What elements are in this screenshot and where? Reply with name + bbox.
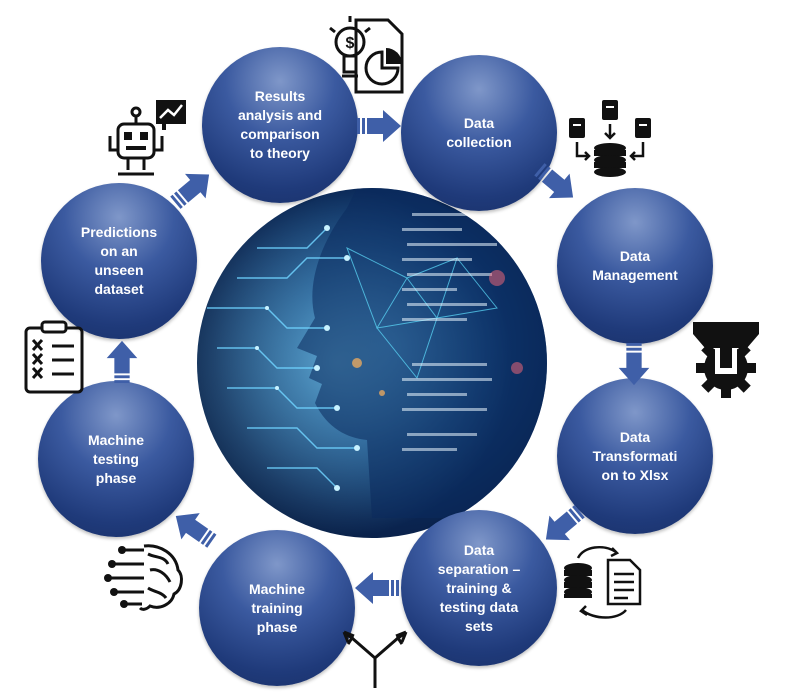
arrow-right xyxy=(357,110,401,142)
step-machine-training: Machine training phase xyxy=(199,530,355,686)
step-label: Data Management xyxy=(592,248,678,283)
idea-chart-icon: $ xyxy=(329,16,404,94)
arrow-up-left xyxy=(175,513,217,548)
database-document-icon xyxy=(564,545,642,619)
step-data-transformation: Data Transformati on to Xlsx xyxy=(557,378,713,534)
step-machine-testing: Machine testing phase xyxy=(38,381,194,537)
step-label: Machine training phase xyxy=(248,580,305,635)
step-label: Machine testing phase xyxy=(87,431,144,486)
step-data-management: Data Management xyxy=(557,188,713,344)
step-label: Data Transformati on to Xlsx xyxy=(592,428,678,483)
step-label: Predictions on an unseen dataset xyxy=(80,224,158,297)
step-label: Results analysis and comparison to theor… xyxy=(237,88,323,161)
step-label: Data separation – training & testing dat… xyxy=(437,541,521,634)
database-files-icon xyxy=(569,100,651,177)
arrow-left xyxy=(355,572,399,604)
ai-face-circuit-image xyxy=(197,188,547,538)
step-predictions: Predictions on an unseen dataset xyxy=(41,183,197,339)
split-arrow-icon xyxy=(342,630,408,688)
robot-chart-icon xyxy=(108,100,186,176)
arrow-down-left xyxy=(545,505,585,541)
step-results-analysis: Results analysis and comparison to theor… xyxy=(202,47,358,203)
arrow-down-right xyxy=(534,163,574,199)
brain-circuit-icon xyxy=(104,544,183,611)
arrow-down xyxy=(618,343,650,386)
arrow-up-right xyxy=(170,173,210,209)
arrow-up xyxy=(106,340,138,383)
step-label: Data collection xyxy=(446,115,512,150)
gear-tool-icon xyxy=(693,322,759,398)
checklist-icon xyxy=(24,320,84,394)
svg-text:$: $ xyxy=(346,35,355,52)
step-data-collection: Data collection xyxy=(401,55,557,211)
step-data-separation: Data separation – training & testing dat… xyxy=(401,510,557,666)
